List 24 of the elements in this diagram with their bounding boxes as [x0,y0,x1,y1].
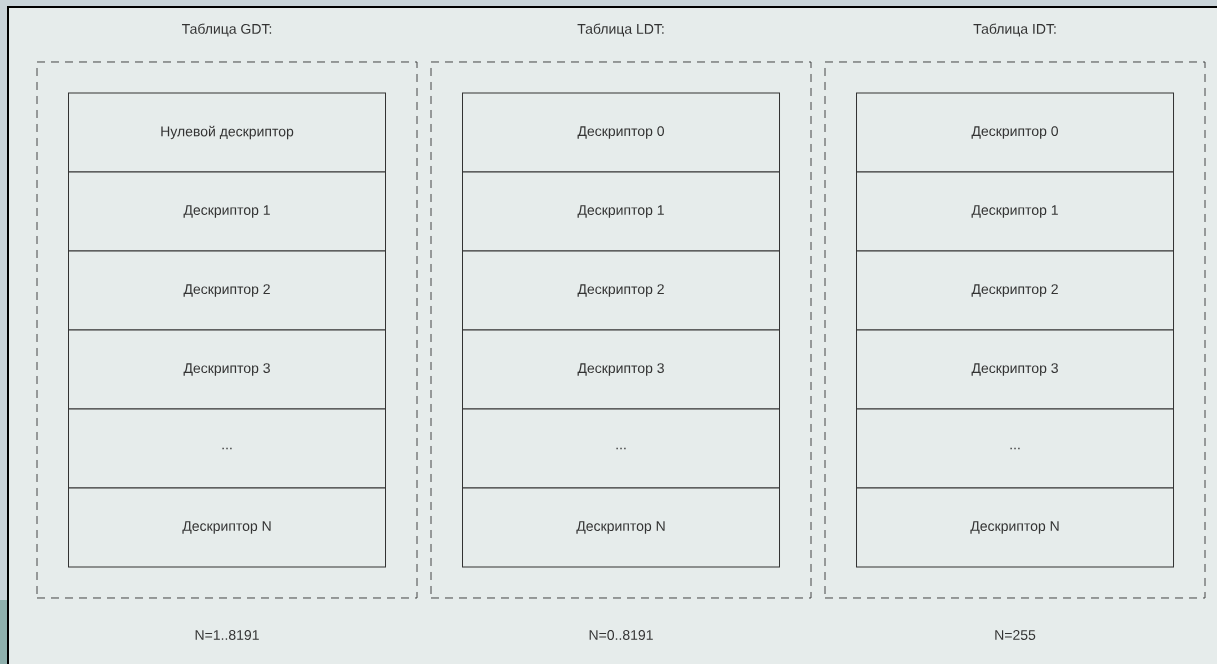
descriptor-cell: Дескриптор 1 [68,171,386,252]
descriptor-cell: Дескриптор 3 [68,329,386,410]
node-label: Таблица IDT: [973,23,1056,37]
descriptor-cell: ... [462,408,780,489]
descriptor-cell: Дескриптор 0 [856,92,1174,173]
descriptor-cell: Дескриптор N [68,487,386,568]
range-label: N=0..8191 [589,630,653,640]
range-label: N=1..8191 [195,630,259,640]
descriptor-cell: Дескриптор 2 [68,250,386,331]
descriptor-cell: Дескриптор 2 [462,250,780,331]
descriptor-cell: Дескриптор 0 [462,92,780,173]
node-label: Таблица LDT: [577,23,664,37]
descriptor-cell: Нулевой дескриптор [68,92,386,173]
descriptor-cell: Дескриптор 3 [462,329,780,410]
descriptor-cell: Дескриптор 3 [856,329,1174,410]
descriptor-cell: Дескриптор 1 [856,171,1174,252]
descriptor-cell: Дескриптор 2 [856,250,1174,331]
node-label: Таблица GDT: [181,23,272,37]
range-label: N=255 [995,630,1036,640]
descriptor-cell: Дескриптор N [462,487,780,568]
descriptor-cell: Дескриптор 1 [462,171,780,252]
descriptor-cell: ... [856,408,1174,489]
descriptor-cell: Дескриптор N [856,487,1174,568]
descriptor-cell: ... [68,408,386,489]
